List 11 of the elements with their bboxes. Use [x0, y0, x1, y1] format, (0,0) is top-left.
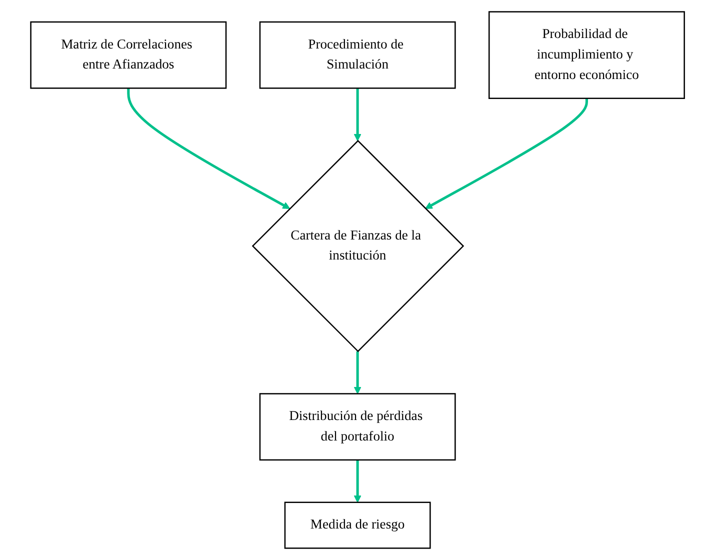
node-box: Medida de riesgo [284, 502, 431, 549]
node-box: Distribución de pérdidas del portafolio [259, 393, 456, 461]
arrow [354, 88, 362, 142]
arrow [127, 88, 290, 209]
arrow [424, 98, 588, 209]
node-box: Matriz de Correlaciones entre Afianzados [30, 21, 227, 89]
node-box: Probabilidad de incumplimiento y entorno económico [488, 11, 685, 99]
node-box: Procedimiento de Simulación [259, 21, 456, 89]
arrow [354, 460, 362, 503]
node-diamond: Cartera de Fianzas de la institución [252, 140, 464, 352]
arrow [354, 351, 362, 394]
